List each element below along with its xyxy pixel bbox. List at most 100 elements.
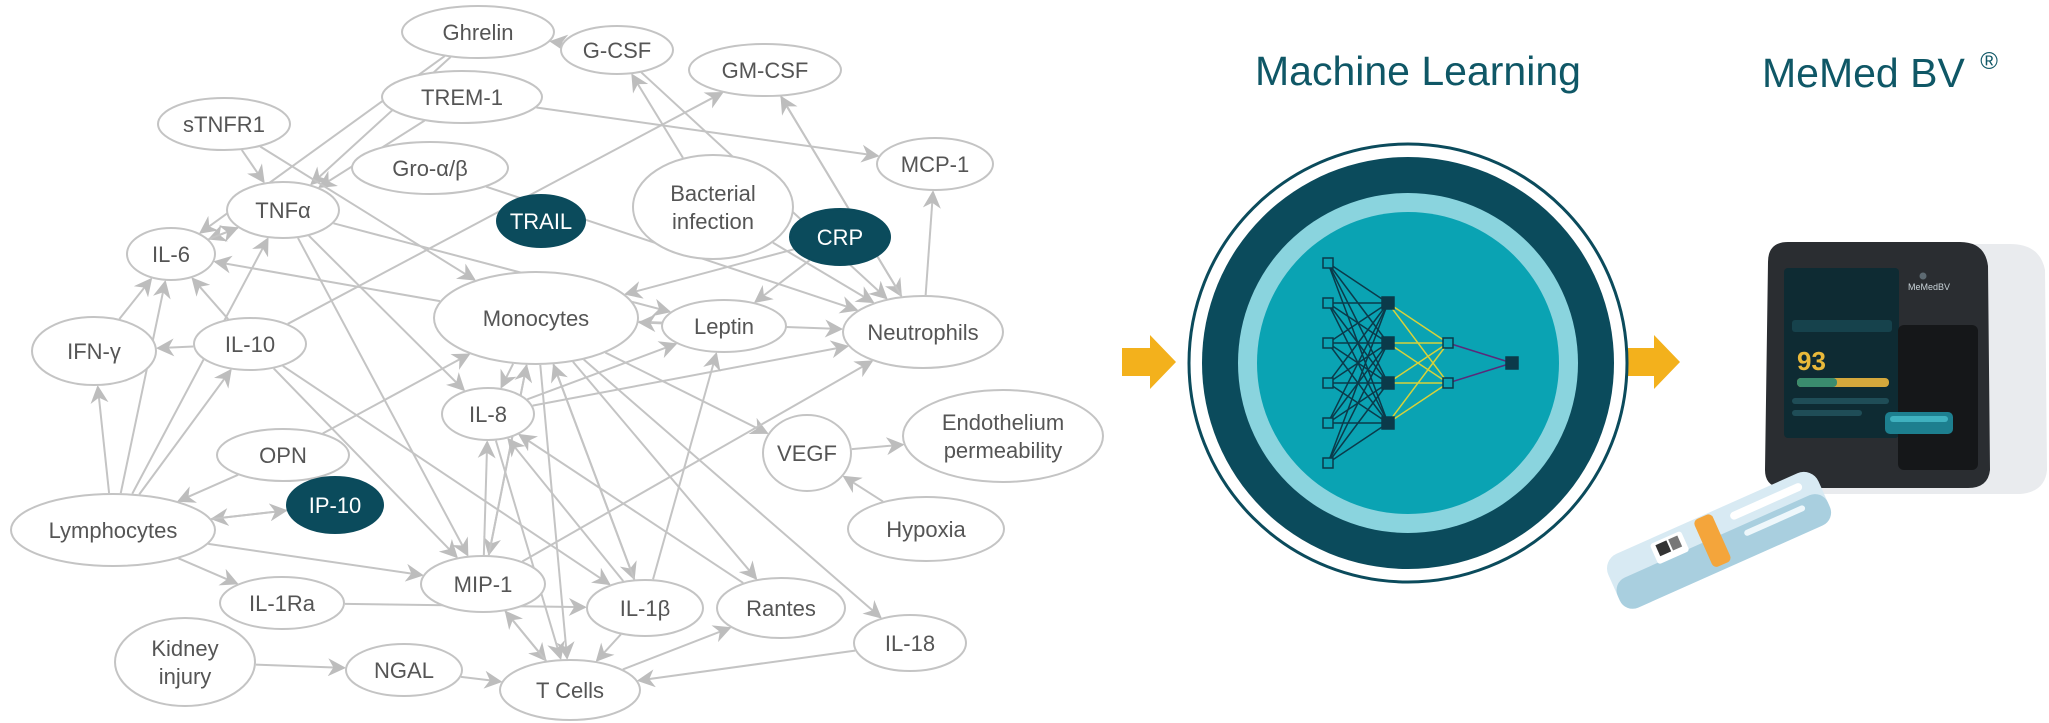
node-shape-il8 xyxy=(441,387,535,441)
node-label-endothelium-1: permeability xyxy=(944,438,1063,463)
node-label-endothelium-0: Endothelium xyxy=(942,410,1064,435)
node-mcp1: MCP-1 xyxy=(876,137,994,191)
node-label-vegf: VEGF xyxy=(777,441,837,466)
node-shape-groab xyxy=(351,141,509,195)
edge-stnfr1-to-monocytes xyxy=(259,145,476,281)
nn-neuron xyxy=(1381,376,1395,390)
node-label-il1ra: IL-1Ra xyxy=(249,591,316,616)
edge-hypoxia-to-vegf xyxy=(842,475,884,503)
edge-il10-to-ifng xyxy=(155,338,194,357)
memed-device-illustration: 93 MeMedBV xyxy=(1607,242,2047,609)
node-trail: TRAIL xyxy=(496,194,586,248)
edge-ifng-to-il6 xyxy=(118,277,153,320)
ml-circle xyxy=(1187,142,1629,584)
nn-connection xyxy=(1327,302,1389,464)
node-label-gmcsf: GM-CSF xyxy=(722,58,809,83)
nn-connection xyxy=(1327,422,1389,464)
device-screen xyxy=(1784,268,1899,438)
edge-bacterial-to-neutrophils xyxy=(772,241,875,304)
node-ip10: IP-10 xyxy=(286,476,384,534)
nn-connection xyxy=(1387,302,1449,344)
edge-lymphocytes-to-ifng xyxy=(90,385,111,494)
edge-lymphocytes-to-il10 xyxy=(138,368,232,495)
node-shape-kidney xyxy=(114,617,256,707)
nn-connection xyxy=(1327,302,1389,344)
node-label-kidney-0: Kidney xyxy=(151,636,218,661)
node-label-neutrophils: Neutrophils xyxy=(867,320,978,345)
flow-arrow-to-product xyxy=(1627,335,1680,389)
node-label-stnfr1: sTNFR1 xyxy=(183,112,265,137)
nn-neuron xyxy=(1442,337,1454,349)
node-ghrelin: Ghrelin xyxy=(401,5,555,59)
edge-monocytes-to-tcells xyxy=(539,364,575,660)
node-label-tnfa: TNFα xyxy=(255,198,311,223)
device-brand: MeMedBV xyxy=(1908,282,1950,292)
edge-neutrophils-to-gmcsf xyxy=(780,95,903,297)
node-shape-mcp1 xyxy=(876,137,994,191)
node-shape-tnfa xyxy=(226,181,340,239)
node-ngal: NGAL xyxy=(345,643,463,697)
node-il18: IL-18 xyxy=(853,614,967,672)
edge-il8-to-neutrophils xyxy=(532,340,850,407)
node-gmcsf: GM-CSF xyxy=(688,43,842,97)
nn-connection xyxy=(1327,342,1389,464)
node-label-mcp1: MCP-1 xyxy=(901,152,969,177)
edge-trem1-to-mcp1 xyxy=(536,106,880,163)
node-shape-vegf xyxy=(762,414,852,492)
node-label-il18: IL-18 xyxy=(885,631,935,656)
node-label-ifng: IFN-γ xyxy=(67,339,121,364)
nn-neuron xyxy=(1381,416,1395,430)
nn-connection xyxy=(1387,382,1449,424)
node-label-mip1: MIP-1 xyxy=(454,572,513,597)
edge-il8-to-tcells xyxy=(494,440,565,661)
nn-neuron xyxy=(1505,356,1519,370)
node-crp: CRP xyxy=(789,208,891,266)
node-monocytes: Monocytes xyxy=(433,271,639,365)
nn-neuron xyxy=(1442,377,1454,389)
node-label-bacterial-1: infection xyxy=(672,209,754,234)
nn-connection xyxy=(1327,302,1389,384)
edge-lymphocytes-to-ip10 xyxy=(211,503,288,522)
node-label-rantes: Rantes xyxy=(746,596,816,621)
nn-connection xyxy=(1327,382,1389,464)
node-shape-neutrophils xyxy=(842,295,1004,369)
node-hypoxia: Hypoxia xyxy=(847,496,1005,562)
node-groab: Gro-α/β xyxy=(351,141,509,195)
node-shape-monocytes xyxy=(433,271,639,365)
node-stnfr1: sTNFR1 xyxy=(157,97,291,151)
node-label-ghrelin: Ghrelin xyxy=(443,20,514,45)
edge-monocytes-to-il8 xyxy=(500,363,517,389)
node-label-trem1: TREM-1 xyxy=(421,85,503,110)
node-rantes: Rantes xyxy=(716,577,846,639)
node-label-tcells: T Cells xyxy=(536,678,604,703)
edge-il1b-to-leptin xyxy=(652,352,721,580)
network-edges xyxy=(90,34,941,689)
nn-connection xyxy=(1387,342,1449,384)
node-shape-ghrelin xyxy=(401,5,555,59)
edge-lymphocytes-to-il1ra xyxy=(178,557,239,586)
edge-kidney-to-ngal xyxy=(255,658,346,677)
node-label-monocytes: Monocytes xyxy=(483,306,589,331)
node-label-bacterial-0: Bacterial xyxy=(670,181,756,206)
node-shape-trail xyxy=(496,194,586,248)
edge-crp-to-leptin xyxy=(753,259,811,304)
node-label-il10: IL-10 xyxy=(225,332,275,357)
flow-arrow-to-ml xyxy=(1122,335,1176,389)
node-label-il8: IL-8 xyxy=(469,402,507,427)
nn-neuron xyxy=(1381,296,1395,310)
node-bacterial: Bacterial infection xyxy=(632,154,794,260)
node-lymphocytes: Lymphocytes xyxy=(10,493,216,567)
edge-vegf-to-endothelium xyxy=(851,437,905,456)
device-score: 93 xyxy=(1797,346,1826,376)
edge-stnfr1-to-tnfa xyxy=(240,149,265,184)
product-heading-text: MeMed BV xyxy=(1762,50,1965,96)
edge-il10-to-il6 xyxy=(191,277,229,320)
node-shape-il6 xyxy=(126,227,216,281)
edge-neutrophils-to-mcp1 xyxy=(922,190,941,296)
edge-tcells-to-mip1 xyxy=(504,610,547,662)
edge-il1b-to-il8 xyxy=(507,437,625,582)
nn-neuron xyxy=(1322,297,1334,309)
edge-opn-to-lymphocytes xyxy=(176,473,239,503)
node-label-il6: IL-6 xyxy=(152,242,190,267)
